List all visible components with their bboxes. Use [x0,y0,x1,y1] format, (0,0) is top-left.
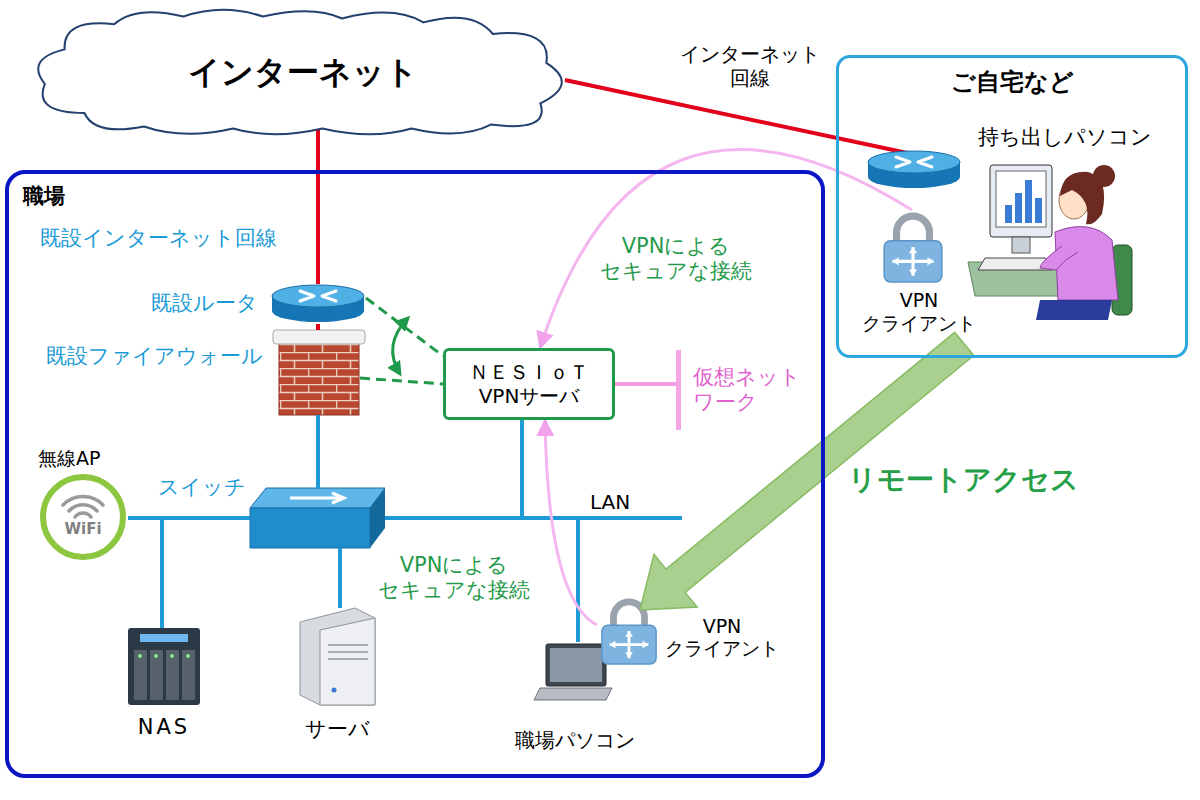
connector [338,548,342,608]
router: 既設ルータ [270,284,366,324]
lock-icon [884,216,942,282]
device-label: VPN クライアント [665,615,779,661]
connector [316,415,320,488]
region-title: ご自宅など [839,68,1185,97]
process-box: ＮＥＳＩｏＴ VPNサーバ [443,348,615,420]
device-label: 既設ルータ [151,291,258,316]
network-label: LAN [590,490,630,514]
access-label: リモートアクセス [848,463,1079,497]
virtual-network: 仮想ネット ワーク [676,350,820,430]
connector [316,128,320,284]
connector [615,382,676,386]
connector [162,518,250,628]
switch: スイッチ [250,488,385,548]
connector [316,324,320,330]
region-title: 職場 [23,184,65,209]
nas-icon [128,628,200,705]
server-label: ＮＥＳＩｏＴ VPNサーバ [469,360,589,408]
laptop: 職場パソコン [538,642,612,700]
site-region: ご自宅など持ち出しパソコン VPN クライアント [836,55,1188,358]
firewall: 既設ファイアウォール [277,330,360,415]
person-at-pc [968,165,1132,320]
cloud: インターネット [25,5,580,140]
vpn-client: VPN クライアント [848,210,990,335]
cloud-label: インターネット [188,53,418,91]
firewall-icon [273,330,365,415]
line-label: インターネット 回線 [680,42,820,90]
line-label: 既設インターネット回線 [40,226,277,251]
network-label: 仮想ネット ワーク [693,365,801,415]
device-label: 既設ファイアウォール [46,344,263,369]
nas: NAS [128,628,200,705]
connector [366,298,443,356]
connector [385,420,522,518]
device-label: 無線AP [38,447,100,470]
server: サーバ [300,608,375,705]
connection-label: VPNによる セキュアな接続 [600,234,752,284]
logo-text: WiFi [38,520,128,538]
connection-label: VPNによる セキュアな接続 [378,553,530,603]
device-label: スイッチ [158,475,246,500]
connector [545,420,597,625]
pc-user: 持ち出しパソコン [978,125,1148,325]
vpn-client: VPN クライアント [597,610,802,665]
switch-icon [250,488,385,548]
laptop-icon [534,644,612,700]
internet-line [565,80,912,154]
connector [360,378,443,384]
device-label: VPN クライアント [862,289,976,335]
connector [540,150,912,348]
lock-icon [602,602,656,664]
router-icon [868,151,960,188]
device-label: 職場パソコン [515,728,635,752]
lan-bus [578,516,682,520]
wireless-ap: 無線APWiFi [38,472,128,562]
device-label: 持ち出しパソコン [978,125,1148,150]
server-icon [300,608,375,705]
router-icon [272,285,364,322]
device-label: NAS [138,715,190,740]
wifi-icon [43,477,123,557]
device-label: サーバ [305,717,370,742]
